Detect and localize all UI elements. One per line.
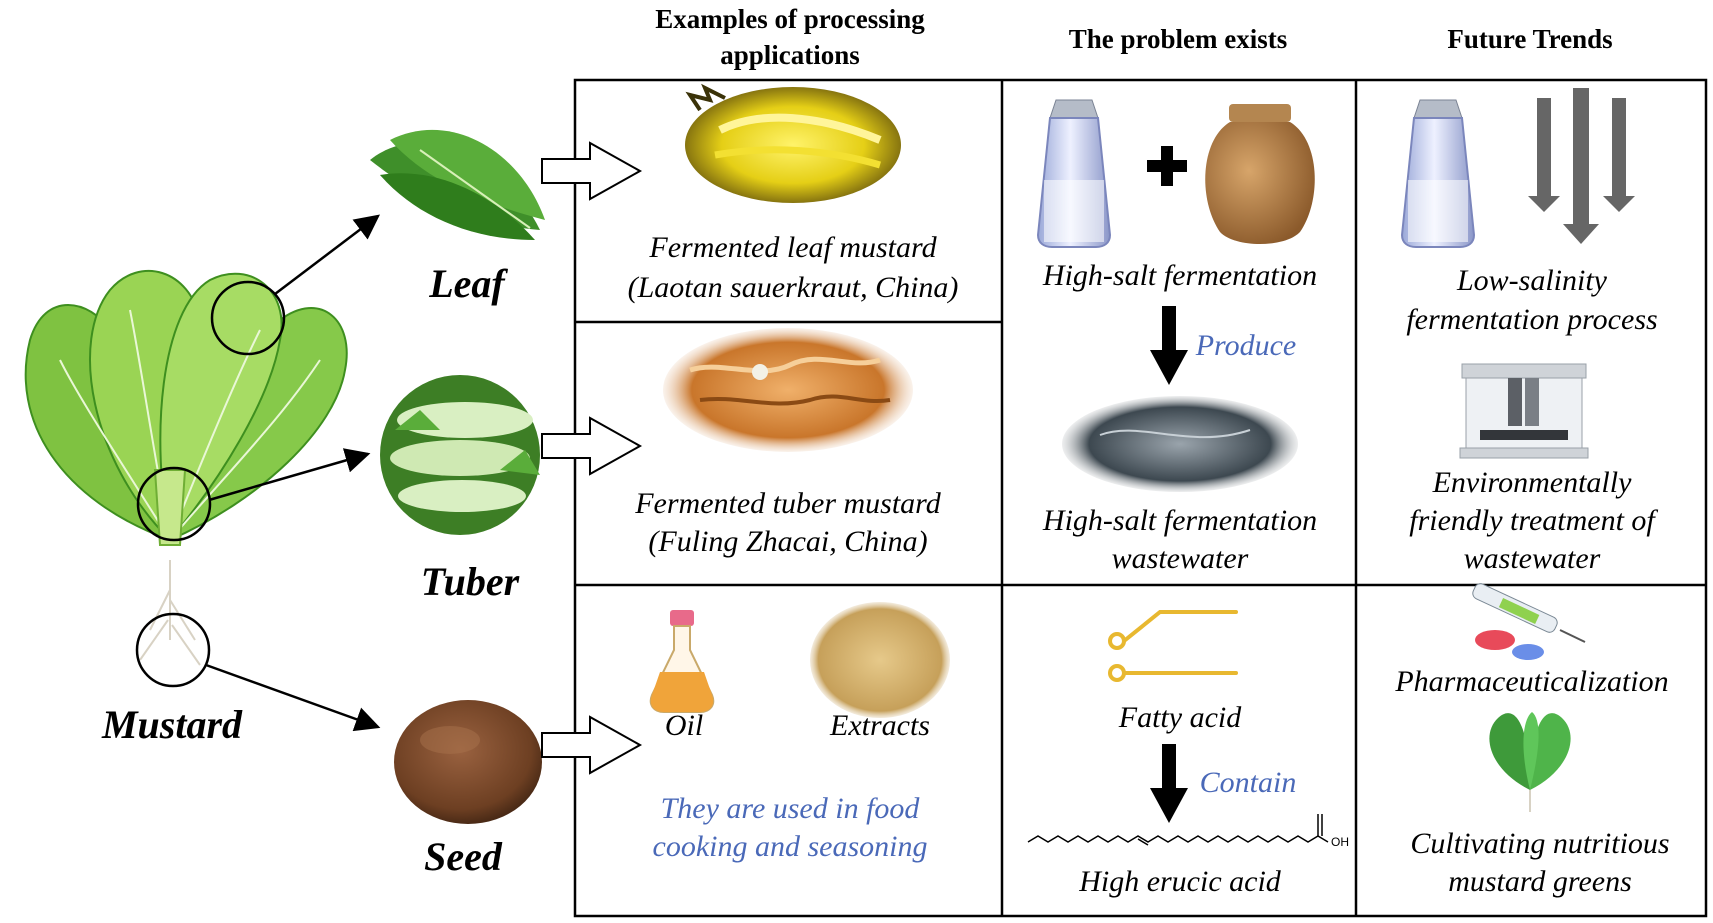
wastewater-line1: High-salt fermentation xyxy=(1042,504,1317,537)
table-grid xyxy=(573,78,1708,918)
header-problem: The problem exists xyxy=(1069,24,1288,54)
zhacai-photo xyxy=(663,328,913,452)
erucic-label: High erucic acid xyxy=(1078,865,1282,898)
callout-arrows xyxy=(205,214,381,732)
syringe-icon xyxy=(1472,583,1586,660)
oil-label: Oil xyxy=(665,709,703,742)
produce-label: Produce xyxy=(1195,329,1297,362)
wastewater-line2: wastewater xyxy=(1112,542,1249,575)
low-salinity-line2: fermentation process xyxy=(1406,303,1657,336)
mustard-greens-icon xyxy=(1489,712,1571,812)
hollow-arrows xyxy=(541,141,643,775)
leaf-application-line2: (Laotan sauerkraut, China) xyxy=(628,271,959,304)
usage-line1: They are used in food xyxy=(661,792,921,825)
header-future: Future Trends xyxy=(1447,24,1612,54)
cultivate-line2: mustard greens xyxy=(1448,865,1632,898)
tuber-photo xyxy=(380,375,540,535)
mustard-plant-illustration xyxy=(24,269,348,688)
salt-shaker-icon xyxy=(1036,99,1112,248)
usage-line2: cooking and seasoning xyxy=(653,830,928,863)
oil-flask-icon xyxy=(649,610,715,713)
seed-label: Seed xyxy=(424,834,503,879)
contain-label: Contain xyxy=(1200,766,1297,799)
extracts-powder-photo xyxy=(810,602,950,718)
salt-shaker-small-icon xyxy=(1400,99,1476,248)
plus-icon xyxy=(1147,146,1187,186)
header-applications-line1: Examples of processing xyxy=(655,4,925,34)
fermentation-jar-icon xyxy=(1205,104,1315,244)
tuber-application-line2: (Fuling Zhacai, China) xyxy=(648,525,927,558)
plant-name-label: Mustard xyxy=(101,702,243,747)
contain-arrow-icon xyxy=(1150,744,1188,823)
leaf-photo xyxy=(370,129,545,240)
env-line2: friendly treatment of xyxy=(1409,504,1658,537)
treatment-equipment-icon xyxy=(1459,363,1589,459)
leaf-application-line1: Fermented leaf mustard xyxy=(648,231,937,264)
low-salinity-line1: Low-salinity xyxy=(1456,264,1608,297)
produce-arrow-icon xyxy=(1150,306,1188,385)
extracts-label: Extracts xyxy=(829,709,930,742)
leaf-label: Leaf xyxy=(428,261,508,306)
sauerkraut-photo xyxy=(685,83,901,203)
env-line1: Environmentally xyxy=(1432,466,1633,499)
cultivate-line1: Cultivating nutritious xyxy=(1410,827,1669,860)
tuber-application-line1: Fermented tuber mustard xyxy=(634,487,942,520)
wastewater-photo xyxy=(1062,396,1298,492)
fatty-acid-label: Fatty acid xyxy=(1118,701,1242,734)
header-applications-line2: applications xyxy=(720,40,860,70)
fatty-acid-icon xyxy=(1108,610,1238,682)
seed-photo xyxy=(394,700,542,824)
acid-oh-label: OH xyxy=(1331,835,1349,849)
erucic-acid-structure-icon xyxy=(1027,814,1329,846)
high-salt-label: High-salt fermentation xyxy=(1042,259,1317,292)
pharma-label: Pharmaceuticalization xyxy=(1394,665,1668,698)
env-line3: wastewater xyxy=(1464,542,1601,575)
tuber-label: Tuber xyxy=(421,559,520,604)
decrease-arrows-icon xyxy=(1528,88,1635,244)
